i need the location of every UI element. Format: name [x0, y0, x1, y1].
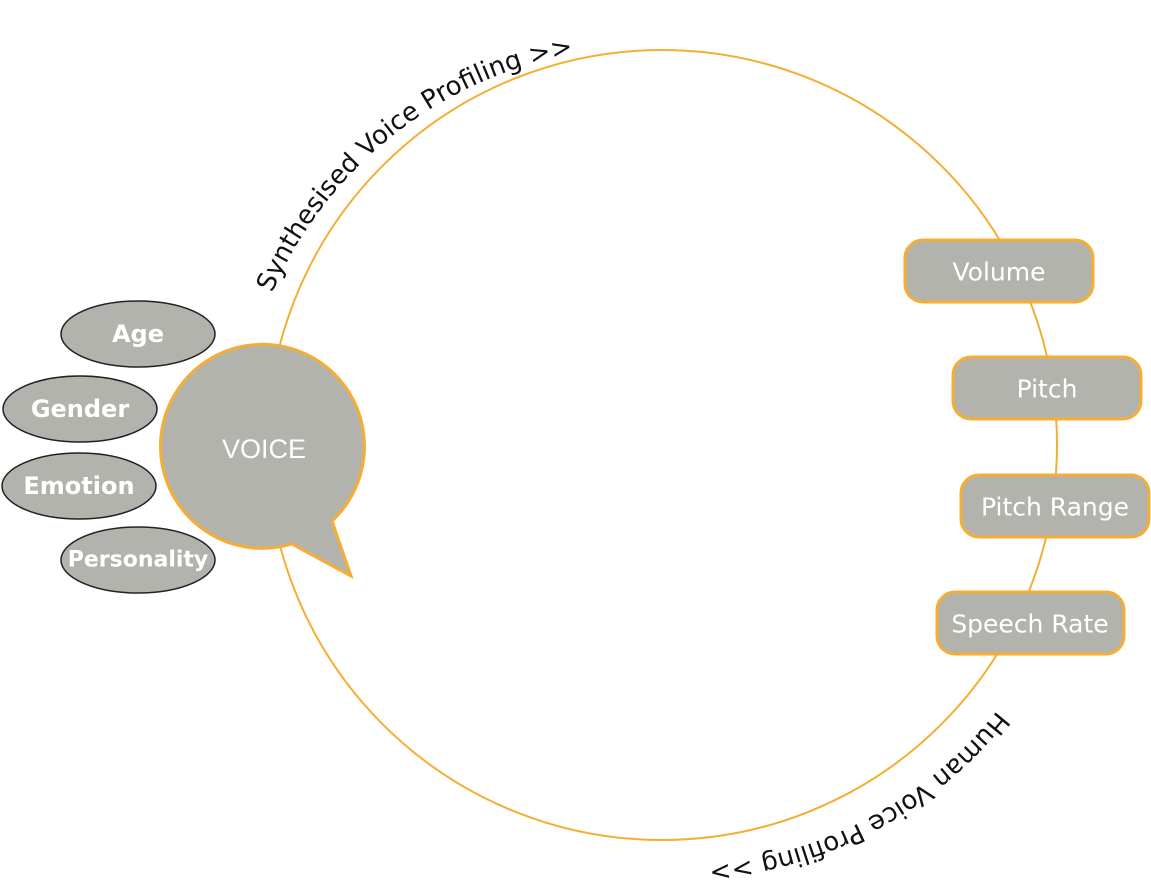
feature-label-pitch-range: Pitch Range — [981, 493, 1129, 522]
trait-node-age: Age — [60, 300, 216, 368]
synthesised-voice-profiling-label: Synthesised Voice Profiling >> — [251, 32, 575, 296]
feature-node-pitch-range: Pitch Range — [959, 473, 1151, 539]
feature-label-volume: Volume — [953, 258, 1046, 287]
feature-label-pitch: Pitch — [1017, 375, 1078, 404]
trait-node-emotion: Emotion — [1, 452, 157, 520]
feature-node-speech-rate: Speech Rate — [935, 590, 1126, 656]
voice-speech-bubble: VOICE — [159, 342, 366, 580]
profiling-cycle-circle — [266, 49, 1058, 841]
human-voice-profiling-label: Human Voice Profiling >> — [708, 706, 1015, 888]
trait-node-personality: Personality — [60, 526, 216, 594]
trait-label-gender: Gender — [31, 395, 130, 423]
trait-label-age: Age — [112, 320, 164, 348]
voice-label: VOICE — [222, 434, 306, 464]
feature-node-volume: Volume — [903, 238, 1095, 304]
feature-node-pitch: Pitch — [951, 355, 1143, 421]
feature-label-speech-rate: Speech Rate — [951, 610, 1108, 639]
trait-node-gender: Gender — [2, 375, 158, 443]
trait-label-personality: Personality — [68, 548, 209, 573]
trait-label-emotion: Emotion — [23, 472, 134, 500]
